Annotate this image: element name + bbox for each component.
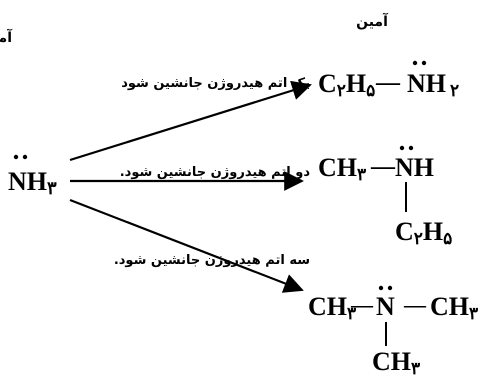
secondary-c: C: [395, 217, 414, 246]
primary-nh-subscript: ۲: [450, 81, 459, 100]
secondary-bond: —: [370, 154, 396, 180]
ammonia-subscript: ۳: [47, 178, 57, 198]
lone-pair-dot: [22, 154, 28, 160]
tertiary-ch-bottom-subscript: ۳: [411, 359, 420, 377]
lone-pair-dot: [13, 154, 19, 160]
tertiary-ch-bottom: CH: [372, 347, 411, 376]
tertiary-n: N: [376, 292, 395, 321]
svg-text:CH۳: CH۳: [372, 347, 420, 377]
lone-pair-dot: [421, 60, 427, 66]
secondary-amine: CH۳ — NH C۲H۵: [318, 145, 452, 248]
tertiary-amine: CH۳ — N — CH۳ CH۳: [308, 285, 478, 377]
secondary-ch: CH: [318, 153, 357, 182]
label-two-hydrogen: دو اتم هیدروژن جانشین شود.: [120, 165, 311, 180]
primary-bond: —: [375, 70, 401, 96]
svg-text:C۲H۵: C۲H۵: [318, 69, 375, 100]
tertiary-bond-right: —: [403, 292, 427, 317]
tertiary-ch-left: CH: [308, 292, 347, 321]
lone-pair-dot: [387, 285, 393, 291]
primary-nh: NH: [407, 69, 446, 98]
svg-text:CH۳: CH۳: [308, 292, 356, 323]
primary-c: C: [318, 69, 337, 98]
svg-text:NH۲: NH۲: [407, 69, 459, 100]
arrow-tertiary: [69, 198, 304, 293]
tertiary-ch-right: CH: [430, 292, 469, 321]
lone-pair-dot: [378, 285, 384, 291]
secondary-c-subscript: ۲: [414, 229, 423, 248]
arrow-primary: [69, 80, 312, 162]
lone-pair-dot: [399, 145, 405, 151]
svg-text:CH۳: CH۳: [430, 292, 478, 323]
lone-pair-dot: [408, 145, 414, 151]
svg-text:NH۳: NH۳: [8, 167, 57, 198]
svg-text:CH۳: CH۳: [318, 153, 366, 184]
ammonia-formula: NH: [8, 167, 47, 196]
ammonia-header: آمونیاک: [0, 28, 13, 46]
primary-h: H: [346, 69, 366, 98]
tertiary-ch-right-subscript: ۳: [469, 304, 478, 323]
secondary-h-subscript: ۵: [443, 229, 452, 248]
svg-text:C۲H۵: C۲H۵: [395, 217, 452, 248]
tertiary-ch-left-subscript: ۳: [347, 304, 356, 323]
tertiary-bond-left: —: [350, 292, 374, 317]
lone-pair-dot: [412, 60, 418, 66]
label-three-hydrogen: سه اتم هیدروژن جانشین شود.: [114, 253, 310, 268]
primary-h-subscript: ۵: [366, 81, 375, 100]
secondary-h: H: [423, 217, 443, 246]
secondary-nh: NH: [395, 153, 434, 182]
amine-header: آمین: [356, 12, 389, 30]
primary-c-subscript: ۲: [337, 81, 346, 100]
label-one-hydrogen: یک اتم هیدروژن جانشین شود: [121, 76, 310, 91]
secondary-ch-subscript: ۳: [357, 165, 366, 184]
ammonia-molecule: NH۳: [8, 154, 57, 198]
